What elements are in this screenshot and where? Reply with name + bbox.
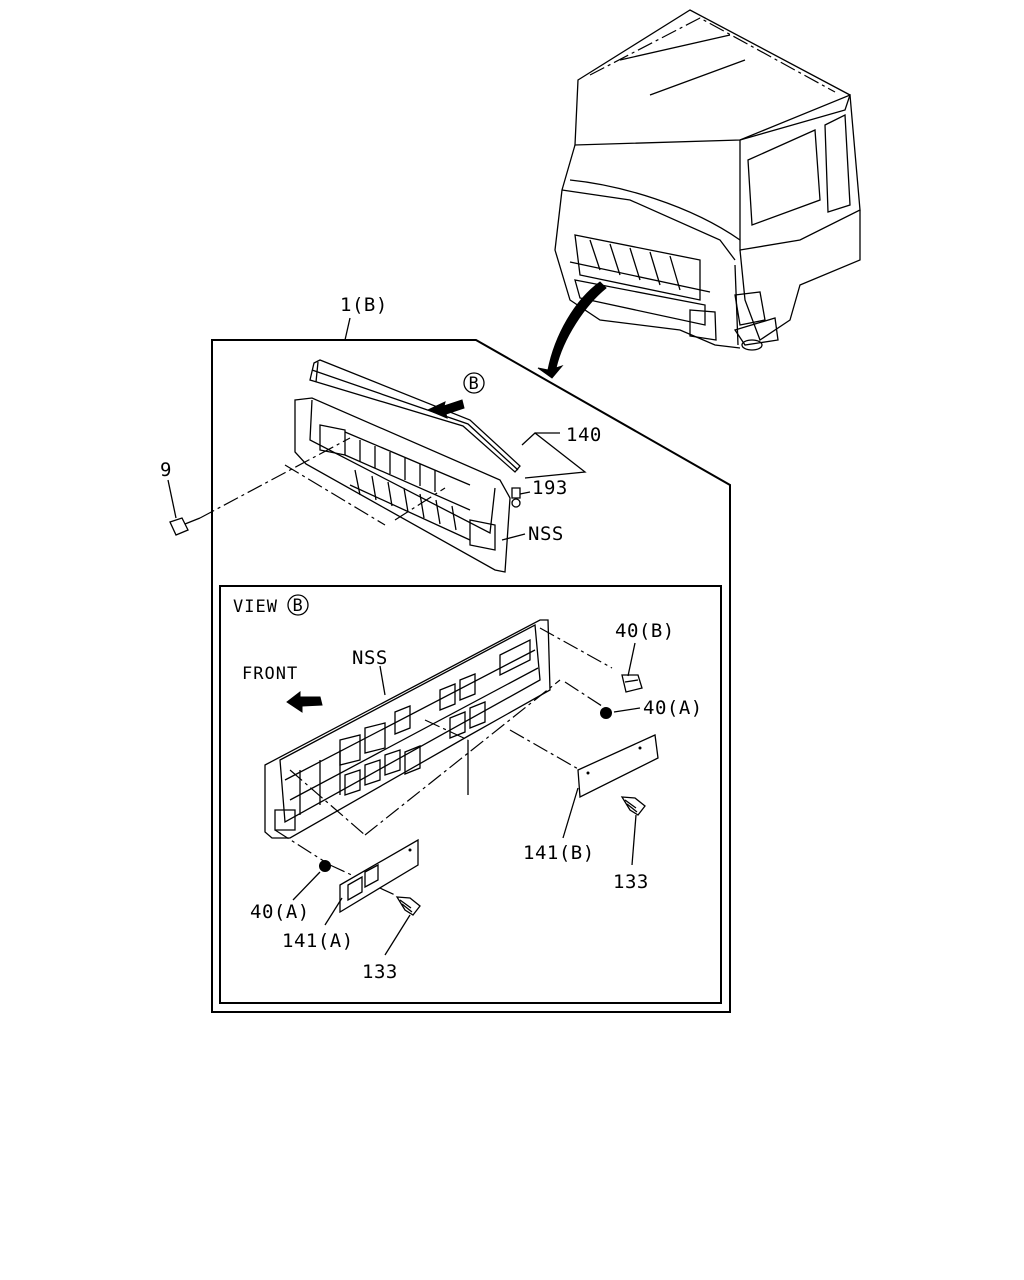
bolt-9-icon bbox=[169, 517, 201, 536]
grille-assembly-top bbox=[294, 359, 521, 573]
part-140-label: 140 bbox=[566, 424, 602, 446]
nss-view-label: NSS bbox=[352, 647, 388, 669]
grille-rear-view bbox=[264, 619, 551, 839]
nss-top-label: NSS bbox=[528, 523, 564, 545]
part-9-label: 9 bbox=[160, 459, 172, 481]
part-40a-right-label: 40(A) bbox=[643, 697, 703, 719]
front-arrow-icon bbox=[286, 690, 323, 713]
assembly-label: 1(B) bbox=[340, 294, 388, 316]
view-b-marker-letter: B bbox=[469, 374, 480, 394]
screw-133-right-icon bbox=[620, 796, 646, 816]
view-b-title-text: VIEW bbox=[233, 597, 278, 617]
detail-pointer-arrow bbox=[537, 281, 607, 379]
nut-40a-left-icon bbox=[319, 860, 331, 872]
plate-141b-icon bbox=[577, 734, 659, 799]
clip-40b-icon bbox=[621, 674, 643, 693]
nut-40a-right-icon bbox=[600, 707, 612, 719]
front-label: FRONT bbox=[242, 664, 298, 684]
screw-133-left-icon bbox=[395, 896, 421, 916]
part-141a-label: 141(A) bbox=[282, 930, 354, 952]
part-193-label: 193 bbox=[532, 477, 568, 499]
circled-b-icon: B bbox=[287, 594, 309, 616]
part-40b-label: 40(B) bbox=[615, 620, 675, 642]
view-b-title: VIEW B bbox=[233, 594, 309, 617]
detail-frame bbox=[211, 339, 731, 1013]
part-141b-label: 141(B) bbox=[523, 842, 595, 864]
plate-141a-icon bbox=[339, 838, 419, 914]
part-133-right-label: 133 bbox=[613, 871, 649, 893]
truck-cab-illustration bbox=[554, 9, 861, 351]
part-40a-left-label: 40(A) bbox=[250, 901, 310, 923]
view-b-marker-icon: B bbox=[463, 372, 485, 394]
svg-text:B: B bbox=[293, 596, 304, 616]
view-b-box bbox=[219, 585, 722, 1004]
view-b-arrow-icon bbox=[426, 399, 465, 419]
part-133-left-label: 133 bbox=[362, 961, 398, 983]
